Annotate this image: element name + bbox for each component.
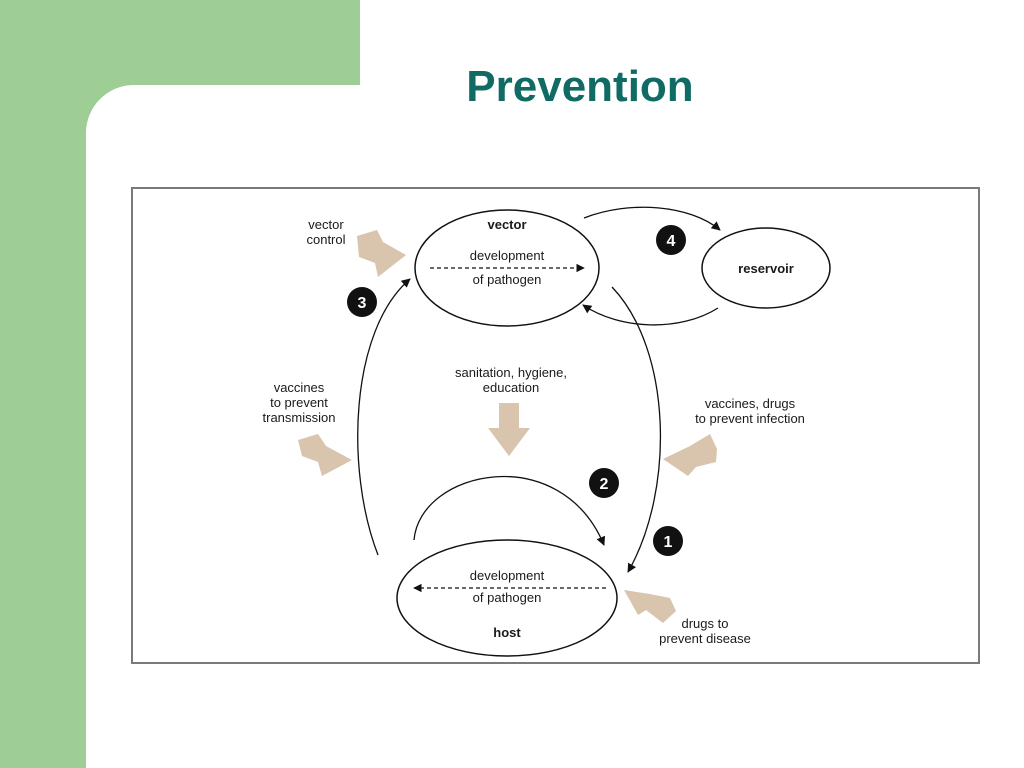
step-badge-1: 1	[653, 526, 683, 556]
drugs-disease-line2: prevent disease	[659, 631, 751, 646]
diagram-frame	[131, 187, 980, 664]
step-badge-4-label: 4	[667, 233, 676, 250]
host-label: host	[493, 625, 521, 640]
step-badge-3: 3	[347, 287, 377, 317]
step-badge-3-label: 3	[358, 295, 367, 312]
arrow-vector-to-reservoir	[583, 206, 721, 231]
drugs-disease-block-arrow	[624, 590, 676, 623]
environmental-arrow-to-host	[413, 475, 606, 546]
vaccines-infection-block-arrow	[663, 434, 717, 476]
vaccines-infection-line1: vaccines, drugs	[705, 396, 796, 411]
vector-control-line2: control	[306, 232, 345, 247]
vaccines-transmission-line3: transmission	[263, 410, 336, 425]
transmission-arrow-host-to-vector	[357, 278, 411, 556]
arrow-reservoir-to-vector	[582, 304, 719, 326]
vaccines-transmission-line2: to prevent	[270, 395, 328, 410]
vaccines-transmission-block-arrow	[298, 434, 352, 476]
host-development-line2: of pathogen	[473, 590, 542, 605]
infection-arrow-vector-to-host	[611, 286, 662, 573]
step-badge-1-label: 1	[664, 534, 673, 551]
sanitation-line2: education	[483, 380, 539, 395]
vector-control-block-arrow	[357, 230, 406, 277]
vector-development-line2: of pathogen	[473, 272, 542, 287]
step-badge-4: 4	[656, 225, 686, 255]
vaccines-infection-line2: to prevent infection	[695, 411, 805, 426]
vector-development-line1: development	[470, 248, 545, 263]
vector-node	[414, 209, 600, 327]
slide-title: Prevention	[466, 62, 694, 111]
step-badge-2: 2	[589, 468, 619, 498]
vaccines-transmission-line1: vaccines	[274, 380, 325, 395]
vector-label: vector	[487, 217, 526, 232]
vector-control-line1: vector	[308, 217, 344, 232]
host-development-line1: development	[470, 568, 545, 583]
reservoir-label: reservoir	[738, 261, 794, 276]
step-badge-2-label: 2	[600, 476, 609, 493]
host-node	[396, 539, 618, 657]
sanitation-line1: sanitation, hygiene,	[455, 365, 567, 380]
sanitation-block-arrow	[488, 403, 530, 456]
reservoir-node	[701, 227, 831, 309]
drugs-disease-line1: drugs to	[682, 616, 729, 631]
